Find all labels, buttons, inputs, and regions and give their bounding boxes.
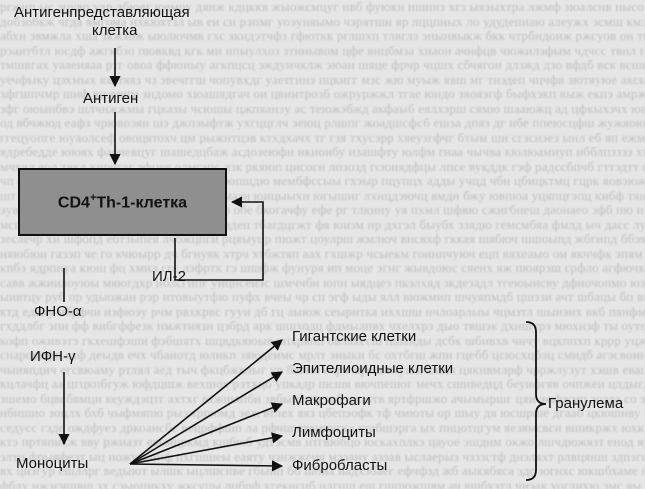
th1-cell-label: CD4+Th-1-клетка [57,191,188,212]
arrow-to-giant-cells [129,339,283,465]
tnf-label: ФНО-α [34,303,82,320]
il2-label: ИЛ-2 [152,268,186,285]
target-lymphocytes: Лимфоциты [292,424,376,441]
granuloma-brace [525,321,547,481]
il2-feedback-line [174,196,264,281]
granuloma-label: Гранулема [548,395,624,412]
arrow-to-epithelioid-cells [129,371,283,465]
apc-label-cont: клетка [92,22,138,39]
ifn-label: ИФН-γ [30,348,76,365]
apc-label: Антигенпредставляющая [14,4,190,21]
target-fibroblasts: Фибробласты [292,457,388,474]
arrow-to-lymphocytes [129,432,284,465]
target-giant-cells: Гигантские клетки [292,328,417,345]
target-macrophages: Макрофаги [292,392,371,409]
arrow-to-fibroblasts [129,460,284,472]
th1-cell-box: CD4+Th-1-клетка [18,168,227,236]
target-epithelioid-cells: Эпителиоидные клетки [292,360,454,377]
arrow-to-macrophages [129,402,284,465]
monocytes-label: Моноциты [16,455,89,472]
antigen-label: Антиген [83,90,139,107]
